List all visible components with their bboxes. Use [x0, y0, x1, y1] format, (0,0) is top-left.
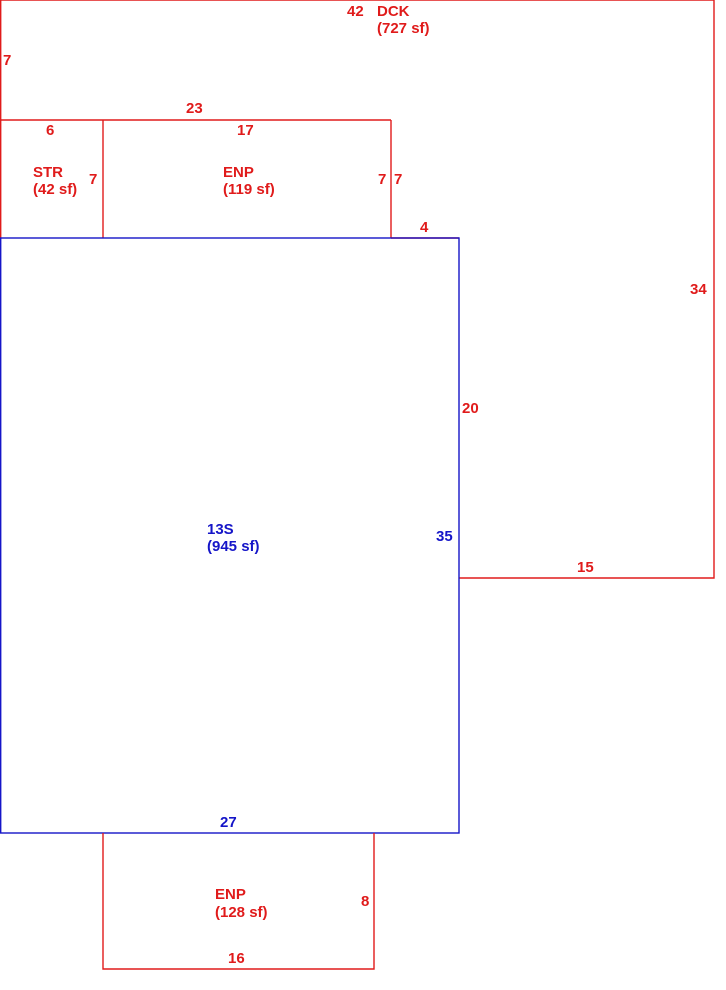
dck-area: (727 sf)	[377, 20, 430, 37]
dim-dck-left: 7	[3, 52, 11, 69]
str-code: STR	[33, 164, 63, 181]
dim-enp-top-left: 7	[378, 171, 386, 188]
dim-main-right: 35	[436, 528, 453, 545]
main-area: (945 sf)	[207, 538, 260, 555]
main-code: 13S	[207, 521, 234, 538]
dim-str-top: 6	[46, 122, 54, 139]
dim-enp-bottom-right: 8	[361, 893, 369, 910]
enp-bottom-outline	[102, 833, 375, 970]
dim-main-bottom: 27	[220, 814, 237, 831]
dim-enp-top-right: 7	[394, 171, 402, 188]
dim-dck-top: 42	[347, 3, 364, 20]
dim-dck-step: 4	[420, 219, 429, 236]
enp-top-code: ENP	[223, 164, 254, 181]
dck-code: DCK	[377, 3, 410, 20]
dim-dck-right: 34	[690, 281, 707, 298]
main-13s-outline	[0, 237, 460, 834]
enp-bottom-code: ENP	[215, 886, 246, 903]
dim-dck-bottom: 15	[577, 559, 594, 576]
dim-enp-top-width: 17	[237, 122, 254, 139]
enp-bottom-area: (128 sf)	[215, 904, 268, 921]
dim-dck-inner-right: 20	[462, 400, 479, 417]
dck-outline	[0, 0, 715, 579]
enp-top-area: (119 sf)	[223, 181, 275, 198]
dim-str-top-outer: 23	[186, 100, 203, 117]
dim-str-right: 7	[89, 171, 97, 188]
dim-enp-bottom-width: 16	[228, 950, 245, 967]
str-area: (42 sf)	[33, 181, 77, 198]
